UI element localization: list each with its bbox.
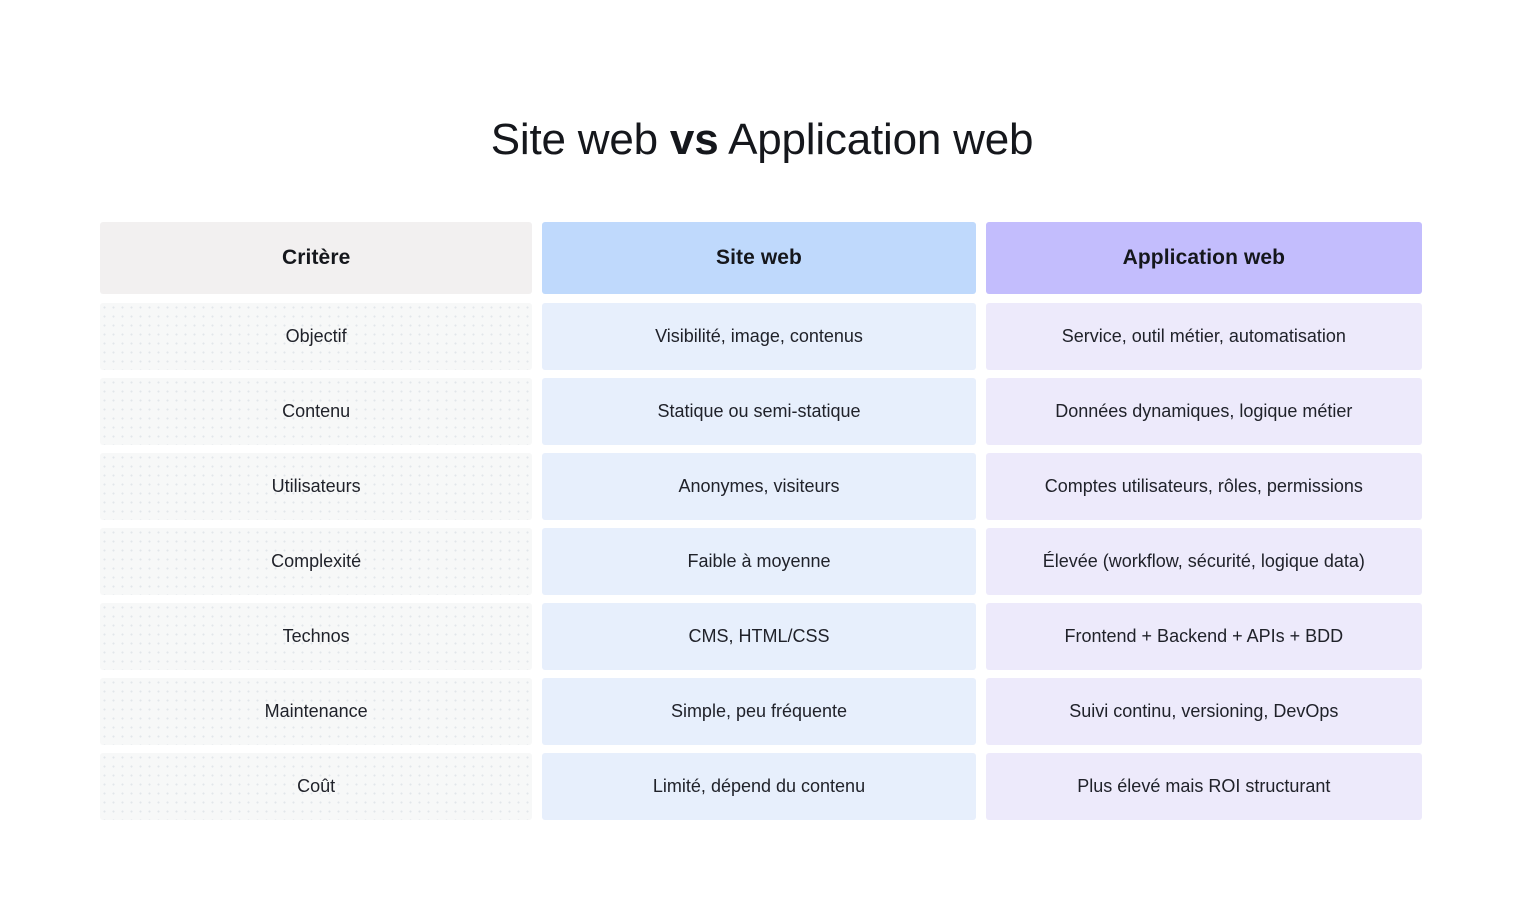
cell-application-web: Service, outil métier, automatisation (985, 303, 1422, 370)
table-row: Coût Limité, dépend du contenu Plus élev… (100, 753, 1422, 820)
cell-criteria: Contenu (100, 378, 533, 445)
page-title: Site web vs Application web (0, 115, 1524, 166)
cell-site-web: Anonymes, visiteurs (542, 453, 976, 520)
page-title-emphasis: vs (669, 115, 719, 165)
cell-site-web: Limité, dépend du contenu (542, 753, 976, 820)
title-container: Site web vs Application web (0, 86, 1524, 196)
cell-criteria: Complexité (100, 528, 533, 595)
cell-site-web: Visibilité, image, contenus (542, 303, 976, 370)
cell-application-web: Données dynamiques, logique métier (985, 378, 1422, 445)
table-row: Contenu Statique ou semi-statique Donnée… (100, 378, 1422, 445)
page-title-part2: Application web (718, 115, 1034, 165)
table-header-row: Critère Site web Application web (100, 222, 1422, 294)
table-row: Technos CMS, HTML/CSS Frontend + Backend… (100, 603, 1422, 670)
cell-criteria: Technos (100, 603, 533, 670)
cell-application-web: Comptes utilisateurs, rôles, permissions (985, 453, 1422, 520)
cell-criteria: Coût (100, 753, 533, 820)
header-cell-application-web: Application web (985, 222, 1422, 294)
cell-criteria: Utilisateurs (100, 453, 533, 520)
cell-application-web: Plus élevé mais ROI structurant (985, 753, 1422, 820)
cell-site-web: Faible à moyenne (542, 528, 976, 595)
page-title-part1: Site web (490, 115, 670, 165)
header-cell-criteria: Critère (100, 222, 533, 294)
table-row: Complexité Faible à moyenne Élevée (work… (100, 528, 1422, 595)
table-row: Maintenance Simple, peu fréquente Suivi … (100, 678, 1422, 745)
cell-site-web: Simple, peu fréquente (542, 678, 976, 745)
cell-application-web: Frontend + Backend + APIs + BDD (985, 603, 1422, 670)
cell-application-web: Élevée (workflow, sécurité, logique data… (985, 528, 1422, 595)
header-cell-site-web: Site web (542, 222, 976, 294)
cell-criteria: Maintenance (100, 678, 533, 745)
cell-application-web: Suivi continu, versioning, DevOps (985, 678, 1422, 745)
cell-site-web: Statique ou semi-statique (542, 378, 976, 445)
table-row: Objectif Visibilité, image, contenus Ser… (100, 303, 1422, 370)
cell-criteria: Objectif (100, 303, 533, 370)
cell-site-web: CMS, HTML/CSS (542, 603, 976, 670)
table-row: Utilisateurs Anonymes, visiteurs Comptes… (100, 453, 1422, 520)
comparison-table: Critère Site web Application web Objecti… (100, 222, 1422, 828)
